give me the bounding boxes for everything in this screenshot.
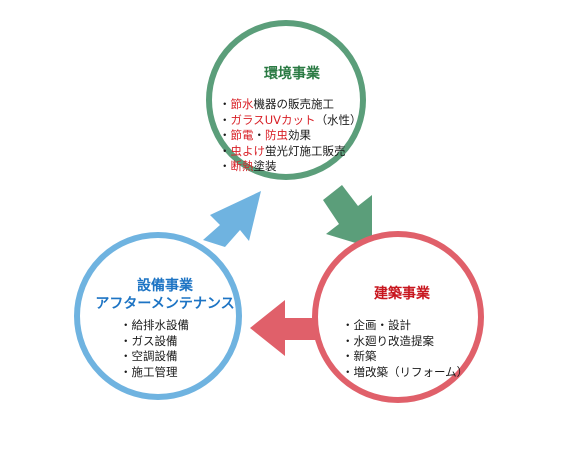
list-item: ・空調設備 <box>120 349 189 365</box>
list-item: ・節水機器の販売施工 <box>219 97 362 113</box>
list-item: ・新築 <box>342 349 468 365</box>
list-item: ・節電・防虫効果 <box>219 128 362 144</box>
list-item: ・増改築（リフォーム） <box>342 365 468 381</box>
item-text: （水性） <box>315 112 362 127</box>
item-text: ・ <box>219 143 231 158</box>
construction-business-circle <box>312 231 484 403</box>
item-text: ・ <box>253 128 266 142</box>
environment-business-title: 環境事業 <box>264 66 320 82</box>
item-text: 効果 <box>288 128 311 142</box>
item-text: ・ <box>219 159 231 173</box>
item-text: ・ <box>219 97 231 111</box>
highlight-text: 節電 <box>230 128 254 142</box>
construction-business-title: 建築事業 <box>374 286 430 302</box>
list-item: ・施工管理 <box>120 365 189 381</box>
construction-business-list: ・企画・設計・水廻り改造提案・新築・増改築（リフォーム） <box>342 318 468 380</box>
list-item: ・企画・設計 <box>342 318 468 334</box>
environment-business-circle <box>206 20 366 180</box>
item-text: ・水廻り改造提案 <box>342 333 434 348</box>
list-item: ・ガス設備 <box>120 334 189 350</box>
arrow-facility-to-env <box>203 191 261 247</box>
item-text: ・ <box>219 112 231 127</box>
highlight-text: 虫よけ <box>230 143 266 158</box>
facility-business-circle <box>74 232 242 400</box>
item-text: ・施工管理 <box>120 364 178 379</box>
item-text: ・ガス設備 <box>120 333 178 348</box>
highlight-text: 節水 <box>230 97 254 111</box>
item-text: 塗装 <box>253 159 277 173</box>
item-text: 機器の販売施工 <box>253 97 335 111</box>
item-text: ・給排水設備 <box>120 318 189 332</box>
highlight-text: ガラスUVカット <box>230 112 316 127</box>
environment-business-list: ・節水機器の販売施工・ガラスUVカット（水性）・節電・防虫効果・虫よけ蛍光灯施工… <box>219 97 362 175</box>
facility-business-list: ・給排水設備・ガス設備・空調設備・施工管理 <box>120 318 189 380</box>
arrow-arch-to-facility <box>250 300 316 356</box>
facility-business-title: 設備事業 アフターメンテナンス <box>74 277 256 313</box>
list-item: ・断熱塗装 <box>219 159 362 175</box>
facility-title-line1: 設備事業 <box>137 278 193 294</box>
list-item: ・水廻り改造提案 <box>342 334 468 350</box>
list-item: ・虫よけ蛍光灯施工販売 <box>219 144 362 160</box>
item-text: ・増改築（リフォーム） <box>342 364 469 379</box>
item-text: ・ <box>219 128 231 142</box>
arrow-env-to-arch <box>323 185 372 248</box>
facility-title-line2: アフターメンテナンス <box>95 296 235 312</box>
item-text: ・新築 <box>342 349 377 363</box>
item-text: 蛍光灯施工販売 <box>265 143 346 158</box>
list-item: ・給排水設備 <box>120 318 189 334</box>
list-item: ・ガラスUVカット（水性） <box>219 113 362 129</box>
highlight-text: 断熱 <box>230 159 254 173</box>
item-text: ・企画・設計 <box>342 318 411 332</box>
highlight-text: 防虫 <box>265 128 288 142</box>
item-text: ・空調設備 <box>120 349 178 363</box>
